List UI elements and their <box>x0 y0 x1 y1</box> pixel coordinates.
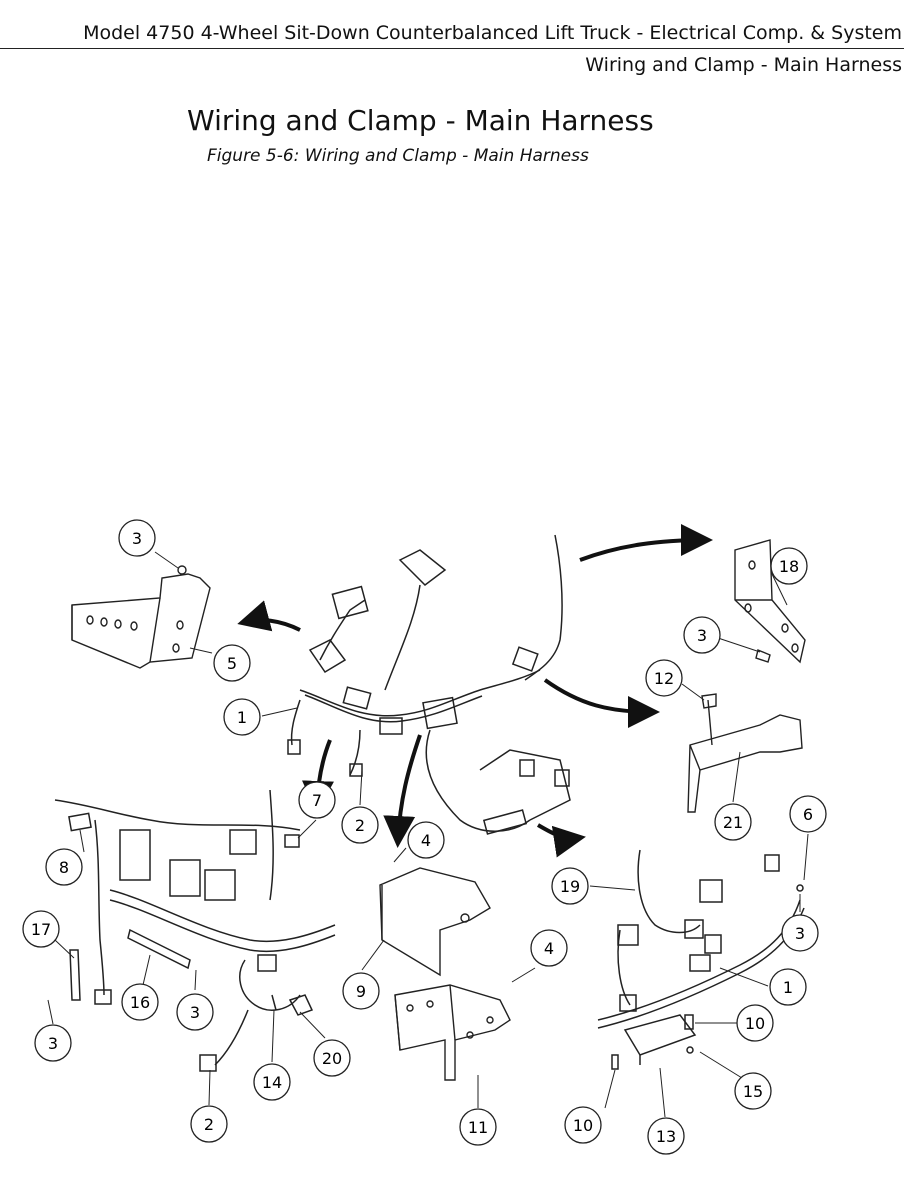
callout-17: 17 <box>22 910 60 948</box>
page-title: Wiring and Clamp - Main Harness <box>187 104 654 137</box>
svg-text:20: 20 <box>322 1049 342 1068</box>
bracket-item-11 <box>394 984 511 1081</box>
callout-14: 14 <box>253 1063 291 1101</box>
callout-18: 18 <box>770 547 808 585</box>
view-transition-arrows <box>237 524 713 858</box>
mounting-plate-item-9 <box>379 867 491 977</box>
svg-text:13: 13 <box>656 1127 676 1146</box>
svg-text:8: 8 <box>59 858 69 877</box>
svg-text:11: 11 <box>468 1118 488 1137</box>
svg-text:1: 1 <box>783 978 793 997</box>
callout-4-right: 4 <box>530 929 568 967</box>
callout-3-top-left: 3 <box>118 519 156 557</box>
callout-2-bottom: 2 <box>190 1105 228 1143</box>
svg-text:18: 18 <box>779 557 799 576</box>
callout-3-right: 3 <box>781 914 819 952</box>
svg-text:1: 1 <box>237 708 247 727</box>
svg-text:2: 2 <box>204 1115 214 1134</box>
callout-9: 9 <box>342 972 380 1010</box>
svg-text:4: 4 <box>421 831 431 850</box>
bracket-item-18 <box>734 539 806 664</box>
bracket-top-left <box>71 565 211 669</box>
callout-balloons: 3 5 1 18 3 12 21 7 2 4 6 8 19 3 17 4 9 1… <box>22 519 827 1155</box>
callout-8: 8 <box>45 848 83 886</box>
svg-text:19: 19 <box>560 877 580 896</box>
callout-3-bottom-left: 3 <box>34 1024 72 1062</box>
callout-10-bottom: 10 <box>564 1106 602 1144</box>
svg-text:12: 12 <box>654 669 674 688</box>
svg-text:5: 5 <box>227 654 237 673</box>
callout-16: 16 <box>121 983 159 1021</box>
callout-12: 12 <box>645 659 683 697</box>
callout-2-middle: 2 <box>341 806 379 844</box>
callout-21: 21 <box>714 803 752 841</box>
document-header-title: Model 4750 4-Wheel Sit-Down Counterbalan… <box>83 22 902 44</box>
svg-text:3: 3 <box>190 1003 200 1022</box>
harness-branch-lower <box>199 954 314 1072</box>
callout-1-top: 1 <box>223 698 261 736</box>
callout-20: 20 <box>313 1039 351 1077</box>
callout-1-bottom-right: 1 <box>769 968 807 1006</box>
svg-text:10: 10 <box>745 1014 765 1033</box>
svg-text:15: 15 <box>743 1082 763 1101</box>
svg-text:16: 16 <box>130 993 150 1012</box>
svg-text:10: 10 <box>573 1116 593 1135</box>
document-header-section: Wiring and Clamp - Main Harness <box>585 54 902 76</box>
svg-text:6: 6 <box>803 805 813 824</box>
callout-3-lower-middle: 3 <box>176 993 214 1031</box>
callout-10-right: 10 <box>736 1004 774 1042</box>
callout-7: 7 <box>298 781 336 819</box>
svg-text:3: 3 <box>697 626 707 645</box>
harness-detail-right <box>597 849 805 1070</box>
callout-4-middle: 4 <box>407 821 445 859</box>
callout-5: 5 <box>213 644 251 682</box>
callout-11: 11 <box>459 1108 497 1146</box>
figure-caption: Figure 5-6: Wiring and Clamp - Main Harn… <box>207 146 589 166</box>
callout-3-top-right: 3 <box>683 616 721 654</box>
svg-text:9: 9 <box>356 982 366 1001</box>
callout-15: 15 <box>734 1072 772 1110</box>
svg-text:2: 2 <box>355 816 365 835</box>
svg-text:7: 7 <box>312 791 322 810</box>
bracket-item-21 <box>687 693 803 813</box>
svg-text:21: 21 <box>723 813 743 832</box>
callout-6: 6 <box>789 795 827 833</box>
svg-text:3: 3 <box>48 1034 58 1053</box>
svg-text:17: 17 <box>31 920 51 939</box>
callout-leader-lines <box>47 551 809 1118</box>
harness-detail-left <box>54 789 336 1005</box>
svg-text:14: 14 <box>262 1073 282 1092</box>
callout-13: 13 <box>647 1117 685 1155</box>
main-harness-top <box>287 534 571 835</box>
svg-text:3: 3 <box>132 529 142 548</box>
svg-text:4: 4 <box>544 939 554 958</box>
svg-text:3: 3 <box>795 924 805 943</box>
callout-19: 19 <box>551 867 589 905</box>
header-divider <box>0 48 904 49</box>
